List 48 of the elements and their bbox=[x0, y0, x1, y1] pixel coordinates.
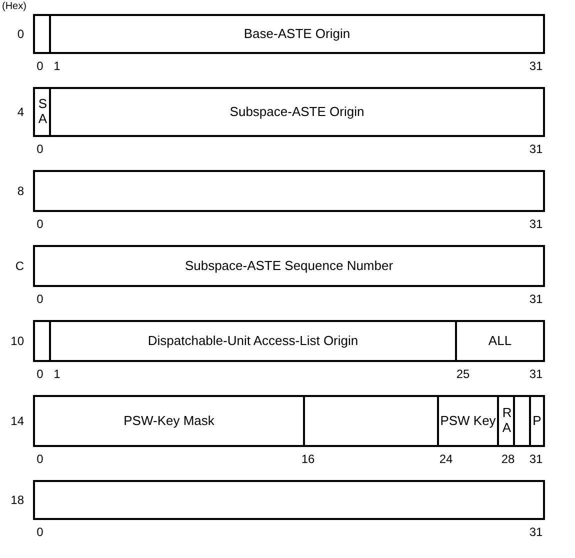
bit-number: 0 bbox=[36, 452, 44, 466]
offset-label: 8 bbox=[17, 184, 24, 198]
bit-number: 31 bbox=[529, 452, 543, 466]
offset-label: 10 bbox=[10, 334, 24, 348]
field-name: PSW-Key Mask bbox=[124, 414, 214, 428]
bit-number: 0 bbox=[36, 142, 44, 156]
field-name: P bbox=[532, 414, 542, 428]
bit-number: 31 bbox=[529, 59, 543, 73]
bit-number: 16 bbox=[301, 452, 315, 466]
field-name: ALL bbox=[488, 334, 512, 348]
register-field bbox=[529, 395, 545, 447]
bit-number: 0 bbox=[36, 525, 44, 539]
offset-label: 4 bbox=[17, 105, 24, 119]
bit-number: 31 bbox=[529, 367, 543, 381]
register-field bbox=[49, 14, 545, 54]
offset-label: 18 bbox=[10, 493, 24, 507]
bit-number: 31 bbox=[529, 292, 543, 306]
field-name: Base-ASTE Origin bbox=[244, 26, 350, 42]
bit-number: 25 bbox=[456, 367, 470, 381]
bit-number: 0 bbox=[36, 59, 44, 73]
bit-number: 1 bbox=[54, 59, 60, 73]
empty-field-box bbox=[33, 170, 545, 212]
bit-number: 31 bbox=[529, 525, 543, 539]
empty-field-box bbox=[33, 480, 545, 520]
field-name: SA bbox=[38, 97, 46, 127]
bit-number: 28 bbox=[501, 452, 515, 466]
register-field bbox=[49, 87, 545, 137]
offset-label: 0 bbox=[17, 27, 24, 41]
bit-number: 31 bbox=[529, 142, 543, 156]
register-field bbox=[33, 395, 305, 447]
offset-header: (Hex) bbox=[2, 0, 26, 14]
bit-number: 31 bbox=[529, 217, 543, 231]
bit-number: 0 bbox=[36, 292, 44, 306]
field-name: RA bbox=[502, 406, 510, 436]
bit-number: 24 bbox=[439, 452, 453, 466]
register-field bbox=[49, 320, 457, 362]
field-name: Subspace-ASTE Sequence Number bbox=[184, 258, 394, 274]
register-field bbox=[455, 320, 545, 362]
offset-label: C bbox=[15, 259, 24, 273]
offset-label: 14 bbox=[10, 414, 24, 428]
field-name: Dispatchable-Unit Access-List Origin bbox=[148, 334, 358, 348]
register-field bbox=[437, 395, 499, 447]
field-name: Subspace-ASTE Origin bbox=[230, 104, 364, 120]
field-name: PSW Key bbox=[440, 414, 496, 428]
bit-number: 0 bbox=[36, 217, 44, 231]
bit-number: 0 bbox=[36, 367, 44, 381]
register-field bbox=[33, 245, 545, 287]
bit-number: 1 bbox=[54, 367, 60, 381]
